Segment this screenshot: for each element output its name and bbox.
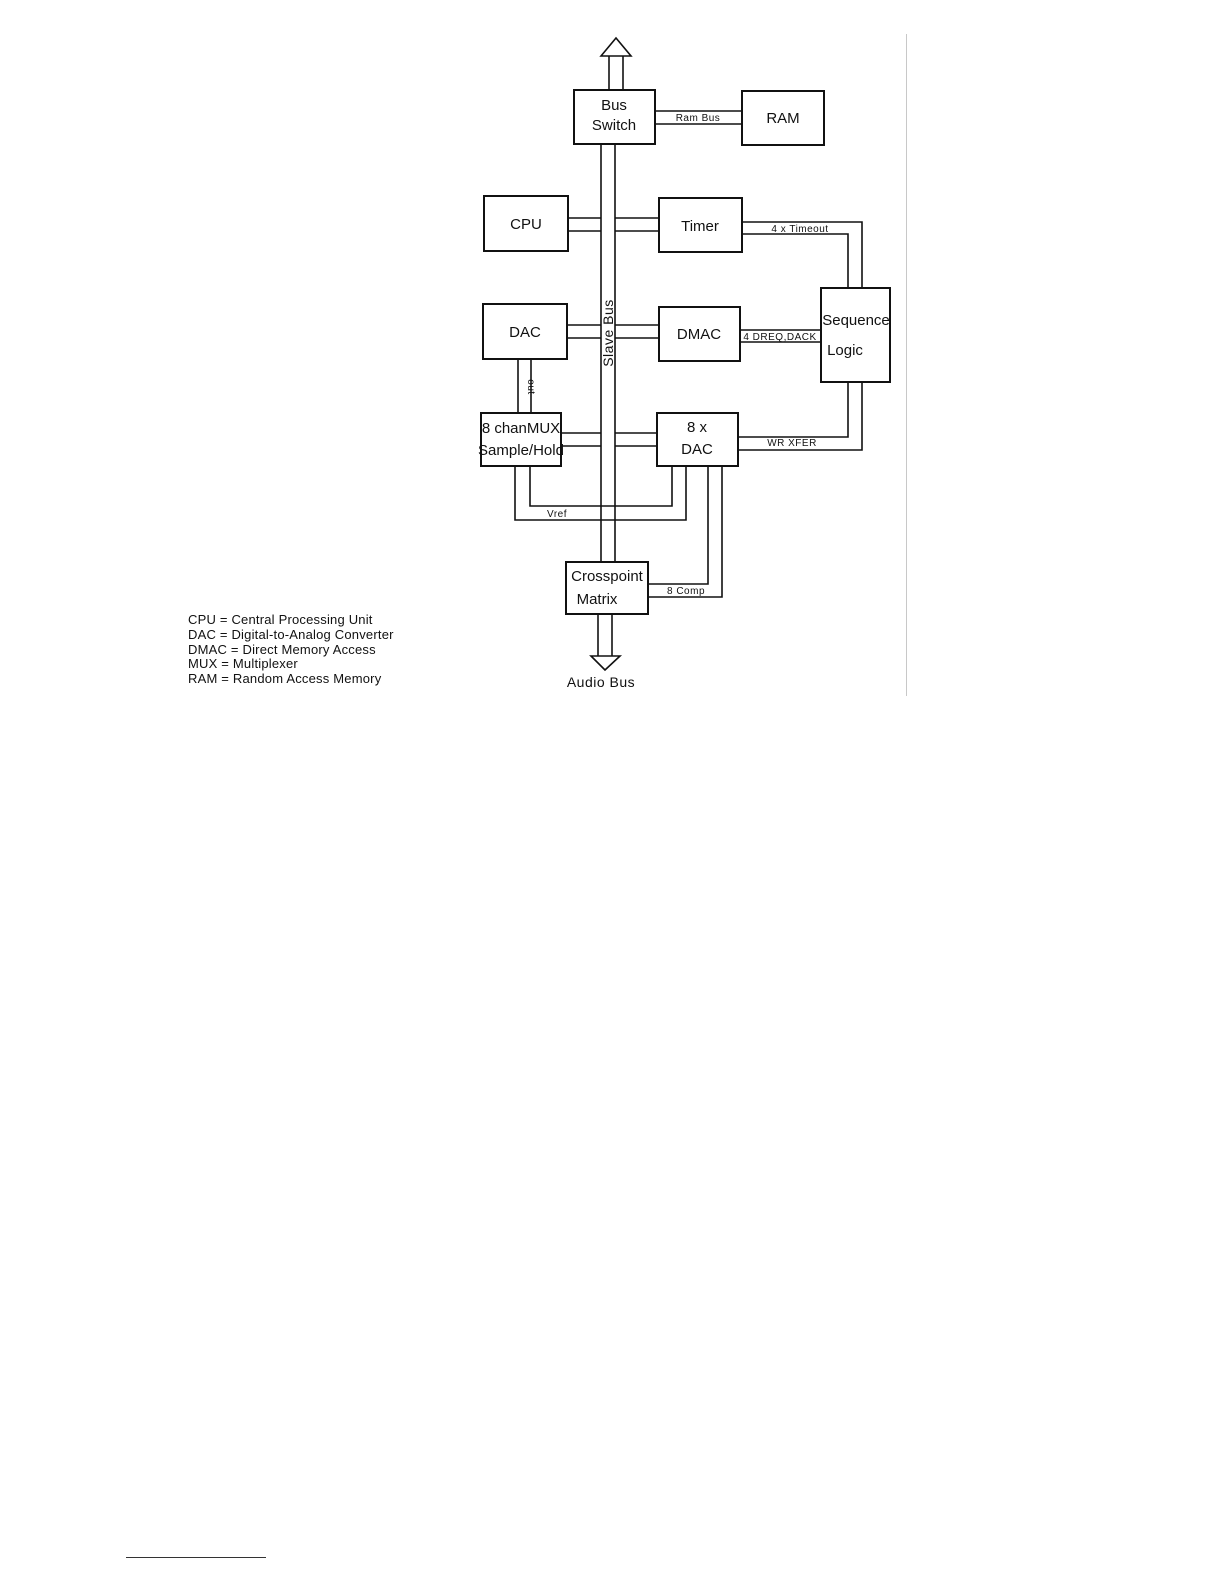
block-sequence-logic: Sequence Logic bbox=[820, 287, 891, 383]
cpu-label: CPU bbox=[510, 216, 542, 233]
mux-label-2: Sample/Hold bbox=[478, 442, 564, 459]
timeout-label: 4 x Timeout bbox=[771, 224, 828, 235]
vref-line-inner bbox=[529, 466, 673, 507]
audio-bus-down-arrow bbox=[589, 655, 623, 672]
timeout-line-inner bbox=[742, 233, 849, 288]
block-crosspoint: Crosspoint Matrix bbox=[565, 561, 649, 615]
dmac-label: DMAC bbox=[677, 326, 721, 343]
block-timer: Timer bbox=[658, 197, 743, 253]
dac-out-label: out bbox=[525, 379, 536, 394]
crosspoint-label-2: Matrix bbox=[577, 591, 618, 608]
legend-item: DMAC = Direct Memory Access bbox=[188, 641, 376, 657]
legend-item: RAM = Random Access Memory bbox=[188, 671, 382, 687]
mux-label-1: 8 chanMUX bbox=[482, 420, 560, 437]
comp-line-inner bbox=[648, 466, 709, 585]
block-dac: DAC bbox=[482, 303, 568, 360]
wr-xfer-line-inner bbox=[738, 382, 849, 438]
bus-switch-label-2: Switch bbox=[592, 117, 636, 134]
vref-line-outer bbox=[514, 466, 687, 521]
block-ram: RAM bbox=[741, 90, 825, 146]
ram-bus-label: Ram Bus bbox=[676, 113, 721, 124]
block-dmac: DMAC bbox=[658, 306, 741, 362]
dac-label: DAC bbox=[509, 324, 541, 341]
wr-xfer-label: WR XFER bbox=[767, 438, 817, 449]
comp-label: 8 Comp bbox=[667, 586, 705, 597]
host-bus-up-arrow bbox=[599, 36, 633, 57]
wr-xfer-line-outer bbox=[738, 382, 863, 451]
legend-item: CPU = Central Processing Unit bbox=[188, 612, 373, 627]
crosspoint-label-1: Crosspoint bbox=[571, 568, 644, 585]
timeout-line-outer bbox=[742, 221, 863, 288]
dac8-label-1: 8 x bbox=[687, 419, 708, 436]
legend-item: MUX = Multiplexer bbox=[188, 656, 298, 672]
sequence-logic-label-1: Sequence bbox=[822, 312, 890, 329]
audio-bus-label: Audio Bus bbox=[567, 674, 635, 690]
block-mux: 8 chanMUX Sample/Hold bbox=[478, 412, 564, 467]
sequence-logic-label-2: Logic bbox=[827, 342, 863, 359]
footnote-rule bbox=[126, 1557, 266, 1558]
dac8-label-2: DAC bbox=[681, 441, 713, 458]
vref-label: Vref bbox=[547, 509, 567, 520]
slave-bus-label: Slave Bus bbox=[600, 299, 616, 367]
wiring bbox=[514, 56, 863, 656]
block-bus-switch: Bus Switch bbox=[573, 89, 656, 145]
block-diagram: Bus Switch RAM CPU Timer DAC DMAC Sequen… bbox=[478, 36, 891, 690]
ram-label: RAM bbox=[766, 110, 799, 127]
bus-switch-label-1: Bus bbox=[601, 97, 627, 114]
timer-label: Timer bbox=[681, 218, 719, 235]
abbreviation-legend: CPU = Central Processing Unit DAC = Digi… bbox=[188, 612, 394, 687]
block-dac8: 8 x DAC bbox=[656, 412, 739, 467]
dreq-dack-label: 4 DREQ,DACK bbox=[743, 332, 816, 343]
legend-item: DAC = Digital-to-Analog Converter bbox=[188, 626, 394, 642]
block-cpu: CPU bbox=[483, 195, 569, 252]
column-divider bbox=[906, 34, 907, 696]
comp-line-outer bbox=[648, 466, 723, 598]
